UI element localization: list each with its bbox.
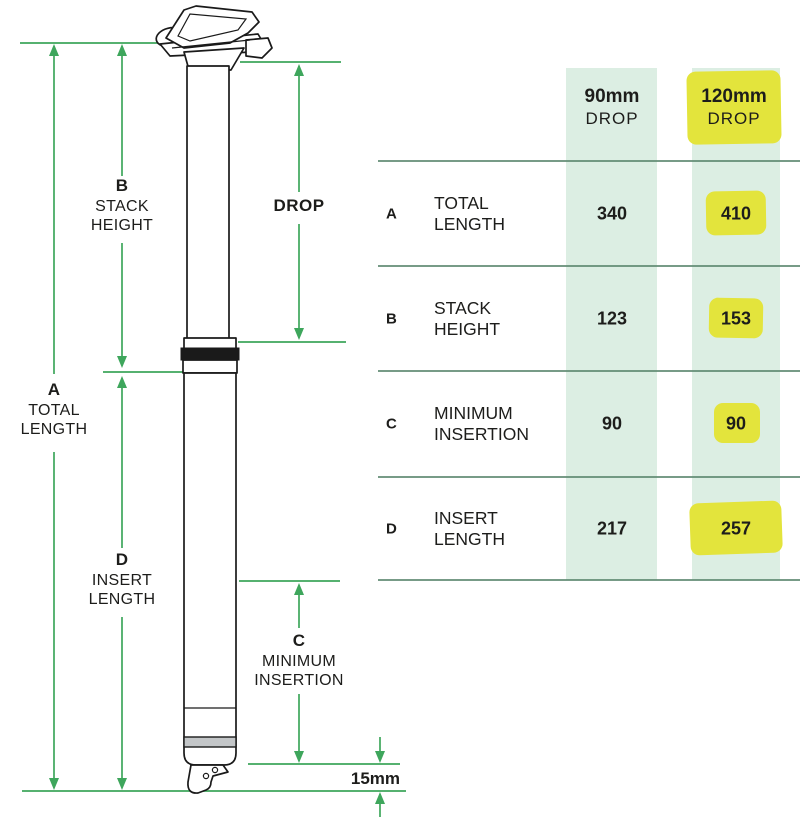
row-letter: C <box>386 415 397 432</box>
row-label-line1: TOTAL <box>434 192 489 213</box>
collar-lower-step <box>182 359 238 374</box>
arrow-drop-top <box>294 64 304 76</box>
row-divider <box>378 579 800 581</box>
row-letter: D <box>386 520 397 537</box>
dim-label-drop: DROP <box>273 196 325 215</box>
row-label: STACK HEIGHT <box>434 298 500 340</box>
cable-actuator <box>187 764 229 794</box>
row-label-line2: LENGTH <box>434 528 505 549</box>
arrow-drop-bottom <box>294 328 304 340</box>
row-label-line2: INSERTION <box>434 423 529 444</box>
dim-c-line2: INSERTION <box>254 672 344 689</box>
dimension-lines <box>20 42 406 817</box>
value-90mm: 217 <box>596 518 628 538</box>
row-label-line2: HEIGHT <box>434 318 501 339</box>
row-label: MINIMUM INSERTION <box>434 403 529 445</box>
table-row-a: A TOTAL LENGTH 340 410 <box>378 161 800 266</box>
dim-d-line1: INSERT <box>91 572 153 589</box>
clamp-right-tab <box>245 37 273 59</box>
dim-label-d: D INSERT LENGTH <box>52 550 192 609</box>
arrow-c-top <box>294 583 304 595</box>
row-divider <box>378 160 800 162</box>
actuator-lever <box>187 764 229 794</box>
column-sub-120mm: DROP <box>707 109 761 128</box>
dim-letter-c: C <box>292 631 306 650</box>
dim-c-line1: MINIMUM <box>261 653 337 670</box>
value-90mm: 90 <box>601 413 623 433</box>
dim-a-line2: LENGTH <box>20 421 88 438</box>
collar-top-step <box>183 337 237 350</box>
row-label-line2: LENGTH <box>434 213 505 234</box>
arrow-b-bottom <box>117 356 127 368</box>
arrow-c-bottom <box>294 751 304 763</box>
dim-b-line2: HEIGHT <box>90 217 154 234</box>
column-header-120mm: 120mm DROP <box>674 86 794 130</box>
column-sub-90mm: DROP <box>585 109 639 128</box>
dim-a-line1: TOTAL <box>28 402 80 419</box>
dim-label-c: C MINIMUM INSERTION <box>224 631 374 690</box>
arrow-d-top <box>117 376 127 388</box>
dim-letter-b: B <box>115 176 129 195</box>
row-label-line1: INSERT <box>434 507 498 528</box>
clamp-rail-line <box>171 39 251 49</box>
arrow-a-top <box>49 44 59 56</box>
upper-tube <box>186 65 230 341</box>
row-label-line1: STACK <box>434 297 492 318</box>
row-label-line1: MINIMUM <box>434 402 513 423</box>
collar <box>180 337 240 374</box>
table-row-c: C MINIMUM INSERTION 90 90 <box>378 371 800 476</box>
column-header-90mm: 90mm DROP <box>552 86 672 130</box>
value-90mm: 123 <box>596 308 628 328</box>
dim-label-a: A TOTAL LENGTH <box>0 380 124 439</box>
row-letter: A <box>386 205 397 222</box>
arrow-offset-down <box>375 751 385 763</box>
row-label: TOTAL LENGTH <box>434 193 505 235</box>
seatpost-drawing <box>155 5 273 794</box>
value-120mm: 257 <box>720 518 752 538</box>
value-90mm: 340 <box>596 203 628 223</box>
row-label: INSERT LENGTH <box>434 508 505 550</box>
column-size-90mm: 90mm <box>584 86 640 107</box>
collar-seal-band <box>180 347 240 361</box>
highlight-value-120mm <box>714 403 760 443</box>
value-120mm: 410 <box>720 203 752 223</box>
row-divider <box>378 476 800 478</box>
dim-letter-a: A <box>47 380 61 399</box>
actuator-screw-1 <box>202 772 210 780</box>
column-band-90mm <box>566 68 657 580</box>
arrow-offset-up <box>375 792 385 804</box>
arrow-b-top <box>117 44 127 56</box>
row-letter: B <box>386 310 397 327</box>
table-row-d: D INSERT LENGTH 217 257 <box>378 476 800 581</box>
dim-letter-d: D <box>115 550 129 569</box>
value-120mm: 153 <box>720 308 752 328</box>
saddle-clamp-head <box>155 5 273 71</box>
column-size-120mm: 120mm <box>701 86 767 107</box>
table-row-b: B STACK HEIGHT 123 153 <box>378 266 800 371</box>
row-divider <box>378 265 800 267</box>
dim-b-line1: STACK <box>95 198 149 215</box>
clamp-top-inset <box>177 13 248 42</box>
bottom-offset-label: 15mm <box>350 769 400 788</box>
dim-label-b: B STACK HEIGHT <box>52 176 192 235</box>
head-neck <box>183 47 245 71</box>
value-120mm: 90 <box>725 413 747 433</box>
arrow-a-bottom <box>49 778 59 790</box>
dim-d-line2: LENGTH <box>88 591 156 608</box>
row-divider <box>378 370 800 372</box>
actuator-screw-2 <box>211 766 219 774</box>
lower-tube-gray-band <box>183 736 237 748</box>
arrow-d-bottom <box>117 778 127 790</box>
